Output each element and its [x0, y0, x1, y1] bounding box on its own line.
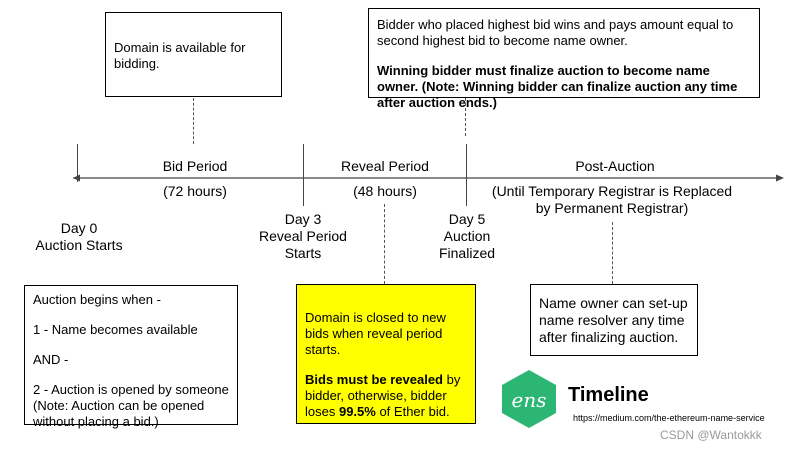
tick-day3 — [303, 144, 304, 206]
timeline-title: Timeline — [568, 384, 649, 406]
and-label: AND - — [33, 352, 69, 367]
reveal-requirement: Bids must be revealed by bidder, otherwi… — [305, 372, 467, 420]
condition-2: 2 - Auction is opened by someone — [33, 382, 229, 397]
connector-available — [193, 98, 194, 144]
day5-title: Day 5 — [448, 211, 486, 227]
post-auction-label: Post-Auction — [575, 158, 655, 174]
day5-sub: Auction Finalized — [438, 228, 496, 261]
auction-begins-box: Auction begins when - 1 - Name becomes a… — [24, 285, 238, 429]
penalty-percent: 99.5% — [338, 404, 376, 419]
resolver-box: Name owner can set-up name resolver any … — [530, 284, 698, 356]
finalize-note: Winning bidder must finalize auction to … — [377, 63, 738, 110]
connector-winning — [465, 98, 466, 136]
tick-day5 — [466, 144, 467, 206]
winning-bidder-text: Bidder who placed highest bid wins and p… — [377, 17, 734, 48]
reveal-period-label: Reveal Period — [341, 158, 429, 174]
day0-sub: Auction Starts — [35, 237, 123, 253]
connector-reveal — [384, 204, 385, 284]
condition-2-note: (Note: Auction can be opened without pla… — [33, 398, 205, 429]
bid-hours-label: (72 hours) — [163, 183, 227, 199]
domain-available-box: Domain is available for bidding. — [105, 12, 282, 97]
timeline-arrow — [73, 174, 784, 182]
watermark: CSDN @Wantokkk — [660, 428, 762, 442]
day0-title: Day 0 — [60, 220, 98, 236]
reveal-bold: Bids must be revealed — [305, 372, 443, 387]
auction-begins-title: Auction begins when - — [33, 292, 161, 307]
post-auction-note: (Until Temporary Registrar is Replaced b… — [491, 183, 733, 216]
resolver-text: Name owner can set-up name resolver any … — [539, 295, 688, 345]
connector-post — [612, 222, 613, 284]
ens-logo: ens — [502, 370, 556, 428]
day5-label: Day 5 Auction Finalized — [427, 211, 507, 262]
day3-sub: Reveal Period Starts — [259, 228, 347, 261]
winning-bidder-box: Bidder who placed highest bid wins and p… — [368, 8, 760, 110]
tick-day0 — [77, 144, 78, 182]
source-url: https://medium.com/the-ethereum-name-ser… — [573, 413, 765, 423]
closed-to-bids-text: Domain is closed to new bids when reveal… — [305, 310, 446, 357]
reveal-warning-box: Domain is closed to new bids when reveal… — [296, 284, 476, 424]
reveal-rest: by bidder, otherwise, bidder loses — [305, 372, 461, 419]
ens-logo-text: ens — [512, 388, 547, 412]
bid-period-label: Bid Period — [162, 158, 228, 174]
reveal-hours-label: (48 hours) — [353, 183, 417, 199]
reveal-end: of Ether bid. — [375, 404, 450, 419]
day3-label: Day 3 Reveal Period Starts — [253, 211, 353, 262]
day3-title: Day 3 — [284, 211, 322, 227]
domain-available-text: Domain is available for bidding. — [114, 40, 246, 71]
condition-1: 1 - Name becomes available — [33, 322, 198, 337]
day0-label: Day 0 Auction Starts — [20, 220, 138, 254]
